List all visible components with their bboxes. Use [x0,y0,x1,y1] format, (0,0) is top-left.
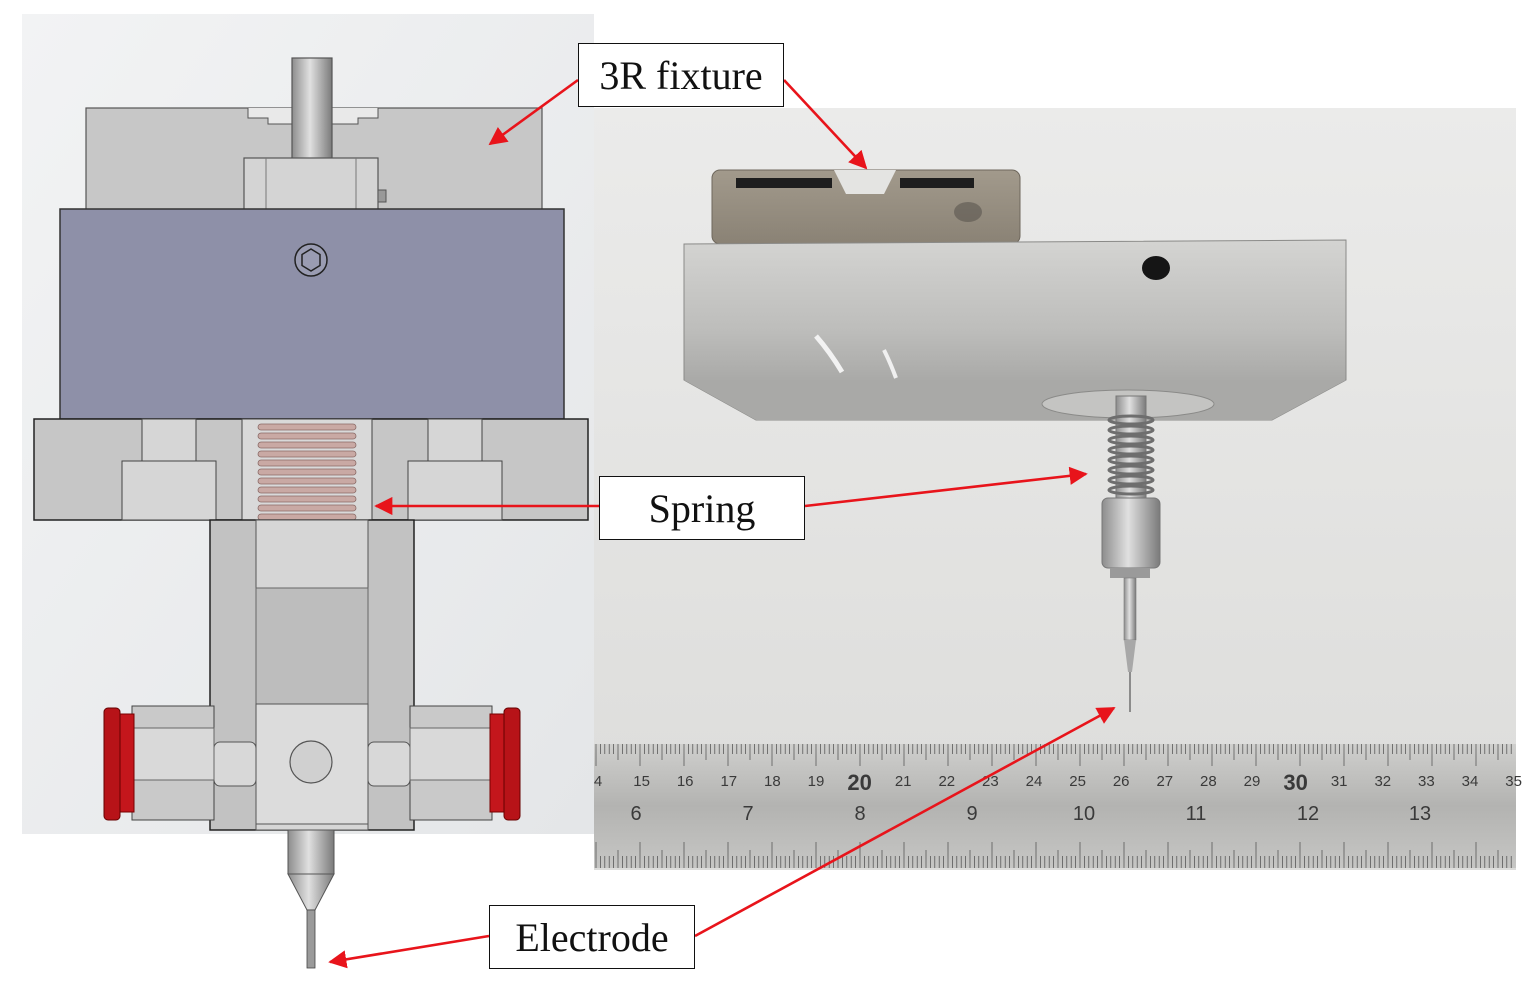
ruler-top-number: 19 [808,773,825,790]
photo-electrode [1123,577,1137,712]
label-electrode: Electrode [489,905,695,969]
arrow-electrode-to-photo [694,706,1116,938]
ruler-top-number: 26 [1113,773,1130,790]
cad-right-fitting [367,705,521,821]
spring-coil [1107,444,1155,456]
spring-coil [1107,484,1155,496]
cad-lower-housing [33,418,589,521]
ruler-top-number: 21 [895,773,912,790]
ruler-top-number: 17 [720,773,737,790]
ruler-bottom-number: 7 [742,803,753,825]
ruler-top-number: 22 [938,773,955,790]
arrow-electrode-to-cad [328,934,490,969]
ruler-top-number: 15 [633,773,650,790]
label-3r-fixture: 3R fixture [578,43,784,107]
ruler-bottom-number: 11 [1186,803,1207,825]
ruler-top-number: 20 [847,770,871,795]
spring-coil [1107,474,1155,486]
spring-coil [257,504,357,512]
ruler-top-number: 33 [1418,773,1435,790]
arrow-spring-to-photo [804,466,1088,508]
ruler-top-number: 4 [594,773,602,790]
ruler-top-number: 27 [1156,773,1173,790]
photo-aluminum-block [683,239,1347,421]
spring-coil [1107,414,1155,426]
spring-coil [257,459,357,467]
spring-coil [257,423,357,431]
spring-coil [257,495,357,503]
ruler-top-number: 35 [1505,773,1522,790]
ruler-top-number: 18 [764,773,781,790]
ruler-bottom-number: 13 [1409,803,1431,825]
cad-center-pin [291,57,333,161]
arrow-fixture-to-photo [783,79,868,170]
spring-coil [257,468,357,476]
photo-fixture-block [711,169,1021,245]
ruler-top-number: 32 [1374,773,1391,790]
ruler-bottom-number: 6 [630,803,641,825]
cad-side-hole [289,740,333,784]
ruler-bottom-number: 10 [1073,803,1095,825]
cad-main-plate [59,208,565,420]
cad-electrode [287,829,335,969]
spring-coil [1107,424,1155,436]
photo-spring [1107,395,1155,499]
spring-coil [257,513,357,521]
ruler-bottom-number: 8 [854,803,865,825]
ruler-top-number: 29 [1244,773,1261,790]
spring-coil [257,450,357,458]
cad-drawing [22,14,594,969]
spring-coil [1107,454,1155,466]
photo-collet [1101,497,1161,578]
ruler-top-number: 31 [1331,773,1348,790]
callout-arrows [328,78,1116,969]
spring-coil [257,486,357,494]
ruler-top-number: 34 [1462,773,1479,790]
spring-coil [257,477,357,485]
arrow-fixture-to-cad [488,78,579,146]
spring-coil [257,432,357,440]
label-spring: Spring [599,476,805,540]
ruler-top-number: 16 [677,773,694,790]
ruler-top-number: 24 [1026,773,1043,790]
ruler-top-number: 28 [1200,773,1217,790]
ruler-ticks [595,744,1512,868]
spring-coil [257,441,357,449]
ruler-bottom-labels: 6 7 8 9 10 11 12 13 [630,803,1431,825]
ruler-bottom-number: 9 [966,803,977,825]
cad-left-fitting [103,705,257,821]
spring-coil [1107,464,1155,476]
ruler-top-number: 30 [1283,770,1307,795]
ruler-top-number: 25 [1069,773,1086,790]
cad-hex-nut [243,157,387,211]
spring-coil [1107,434,1155,446]
ruler-bottom-number: 12 [1297,803,1319,825]
